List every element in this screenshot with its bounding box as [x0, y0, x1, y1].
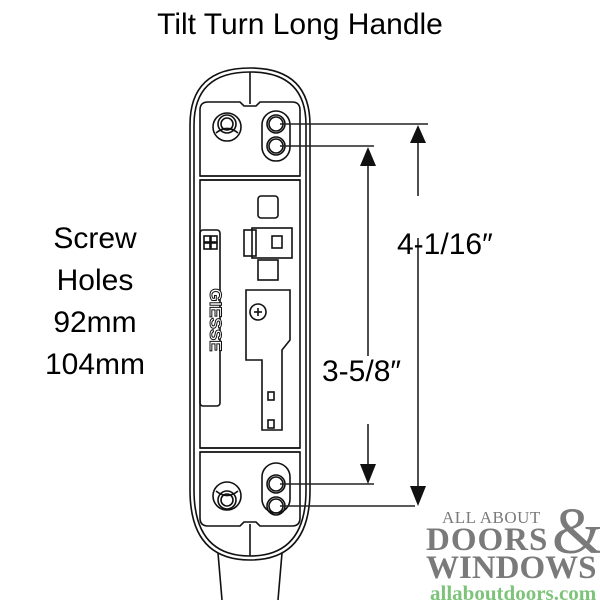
screw-holes-label: Screw Holes 92mm 104mm	[20, 218, 170, 386]
screw-holes-line1: Screw	[53, 222, 137, 255]
screw-holes-line2: Holes	[56, 264, 134, 297]
screw-holes-line3: 92mm	[53, 306, 137, 339]
logo-windows: WINDOWS	[426, 550, 597, 586]
logo-ampersand: &	[552, 495, 600, 568]
handle-outer-outline	[189, 67, 311, 561]
giesse-logo-text: GIESSE	[206, 288, 225, 351]
logo-all-about: ALL ABOUT	[442, 508, 541, 527]
handle-inner-outline	[193, 71, 307, 557]
dimension-lines	[280, 123, 428, 507]
handle-stem	[217, 552, 283, 600]
outer-dimension-label: 4-1/16″	[397, 228, 493, 261]
screw-holes-line4: 104mm	[44, 348, 146, 381]
inner-dimension-label: 3-5/8″	[322, 355, 401, 388]
diagram-title: Tilt Turn Long Handle	[157, 8, 443, 41]
logo-url: allaboutdoors.com	[430, 581, 597, 605]
giesse-badge	[199, 229, 221, 407]
logo-doors: DOORS	[426, 522, 549, 558]
